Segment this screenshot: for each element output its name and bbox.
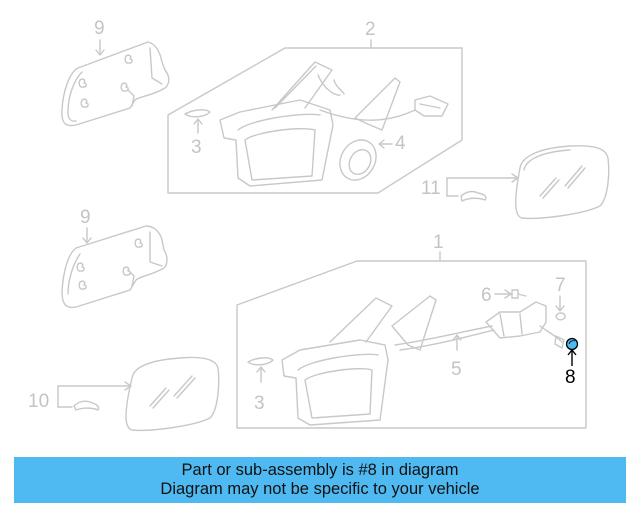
mirror-cover-top — [61, 39, 170, 127]
callout-9-top: 9 — [94, 18, 105, 39]
callout-2: 2 — [365, 19, 376, 40]
mirror-cover-middle — [61, 225, 168, 309]
banner-line-part-number: Part or sub-assembly is #8 in diagram — [181, 461, 459, 479]
callout-3-top: 3 — [191, 137, 202, 158]
callout-8-highlighted[interactable]: 8 — [565, 367, 576, 388]
callout-7: 7 — [555, 275, 566, 296]
callout-4: 4 — [395, 133, 406, 154]
highlighted-part-8[interactable] — [565, 337, 579, 367]
mirror-glass-11 — [446, 145, 610, 220]
callout-11: 11 — [421, 178, 441, 199]
callout-6: 6 — [481, 285, 492, 306]
assembly-1-box — [236, 251, 587, 429]
assembly-2-box — [167, 39, 463, 194]
info-banner: Part or sub-assembly is #8 in diagram Di… — [14, 457, 626, 503]
callout-1: 1 — [433, 232, 444, 253]
mirror-glass-10 — [57, 356, 220, 432]
banner-line-disclaimer: Diagram may not be specific to your vehi… — [160, 480, 480, 498]
callout-10: 10 — [28, 391, 50, 412]
callout-3-bottom: 3 — [254, 393, 265, 414]
callout-9-middle: 9 — [80, 207, 91, 228]
callout-5: 5 — [451, 359, 462, 380]
